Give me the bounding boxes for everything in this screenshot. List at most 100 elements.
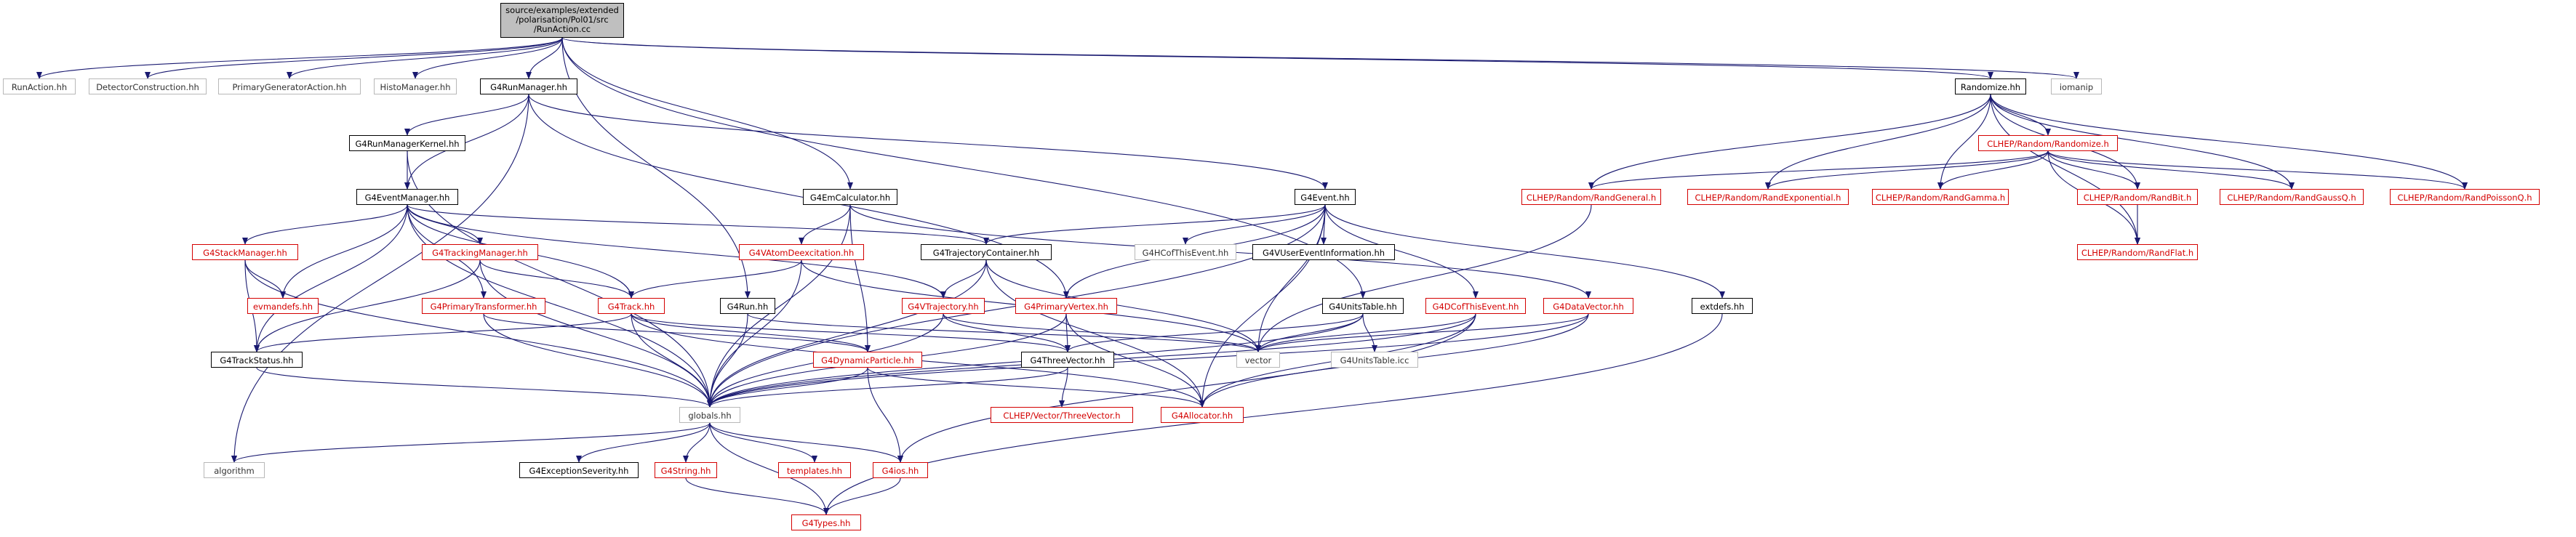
node-g4trackstatus-hh[interactable]: G4TrackStatus.hh: [211, 352, 303, 368]
node-extdefs-hh[interactable]: extdefs.hh: [1692, 298, 1753, 314]
node-clhep-randexponential-h[interactable]: CLHEP/Random/RandExponential.h: [1687, 189, 1849, 205]
node-primarygeneratoraction-hh[interactable]: PrimaryGeneratorAction.hh: [218, 78, 361, 94]
node-g4exceptionseverity-hh[interactable]: G4ExceptionSeverity.hh: [519, 462, 639, 478]
edge-root-to-detectorconstruction-hh: [145, 37, 563, 79]
edge-globals-hh-to-algorithm: [231, 422, 711, 463]
node-runaction-hh[interactable]: RunAction.hh: [3, 78, 76, 94]
edge-g4trackingmanager-hh-to-g4trackstatus-hh: [254, 259, 481, 352]
node-clhep-threevector-h[interactable]: CLHEP/Vector/ThreeVector.h: [991, 407, 1133, 423]
edge-globals-hh-to-g4string-hh: [683, 422, 711, 463]
edge-g4eventmanager-hh-to-g4trackstatus-hh: [254, 204, 408, 352]
node-detectorconstruction-hh[interactable]: DetectorConstruction.hh: [89, 78, 207, 94]
edge-randomize-hh-to-clhep-randgaussq-h: [1990, 94, 2295, 190]
node-clhep-randgamma-h[interactable]: CLHEP/Random/RandGamma.h: [1872, 189, 2009, 205]
node-g4runmanagerkernel-hh[interactable]: G4RunManagerKernel.hh: [349, 135, 465, 151]
node-g4track-hh[interactable]: G4Track.hh: [598, 298, 665, 314]
node-g4primarytransformer-hh[interactable]: G4PrimaryTransformer.hh: [422, 298, 545, 314]
edge-g4runmanager-hh-to-algorithm: [231, 94, 529, 463]
edge-clhep-randomize-h-to-clhep-randbit-h: [2047, 150, 2140, 190]
edge-clhep-randomize-h-to-clhep-randpoissonq-h: [2047, 150, 2468, 190]
node-globals-hh[interactable]: globals.hh: [679, 407, 740, 423]
node-g4vusereventinformation-hh[interactable]: G4VUserEventInformation.hh: [1252, 244, 1395, 260]
edge-g4trackingmanager-hh-to-globals-hh: [479, 259, 713, 408]
dependency-edges: [36, 37, 2468, 515]
edge-root-to-runaction-hh: [36, 37, 563, 79]
node-g4dynamicparticle-hh[interactable]: G4DynamicParticle.hh: [813, 352, 922, 368]
edge-g4datavector-hh-to-vector: [1255, 313, 1589, 352]
edge-g4eventmanager-hh-to-globals-hh: [407, 204, 713, 408]
node-evmandefs-hh[interactable]: evmandefs.hh: [247, 298, 319, 314]
node-g4ios-hh[interactable]: G4ios.hh: [873, 462, 928, 478]
node-g4trajectorycontainer-hh[interactable]: G4TrajectoryContainer.hh: [921, 244, 1052, 260]
edge-clhep-randomize-h-to-clhep-randgeneral-h: [1588, 150, 2049, 190]
node-iomanip[interactable]: iomanip: [2051, 78, 2102, 94]
edge-g4emcalculator-hh-to-globals-hh: [707, 204, 851, 408]
node-histomanager-hh[interactable]: HistoManager.hh: [374, 78, 457, 94]
node-algorithm[interactable]: algorithm: [204, 462, 265, 478]
node-vector[interactable]: vector: [1236, 352, 1280, 368]
node-g4allocator-hh[interactable]: G4Allocator.hh: [1161, 407, 1244, 423]
edge-g4track-hh-to-g4threevector-hh: [631, 313, 1071, 352]
node-g4unitstable-icc[interactable]: G4UnitsTable.icc: [1331, 352, 1418, 368]
edge-randomize-hh-to-clhep-randflat-h: [1990, 94, 2140, 245]
node-clhep-randomize-h[interactable]: CLHEP/Random/Randomize.h: [1978, 135, 2118, 151]
edge-g4eventmanager-hh-to-evmandefs-hh: [280, 204, 408, 299]
node-g4run-hh[interactable]: G4Run.hh: [720, 298, 775, 314]
node-g4unitstable-hh[interactable]: G4UnitsTable.hh: [1322, 298, 1404, 314]
edge-g4runmanager-hh-to-g4eventmanager-hh: [404, 94, 529, 190]
node-g4vatomdeexcitation-hh[interactable]: G4VAtomDeexcitation.hh: [739, 244, 864, 260]
node-g4string-hh[interactable]: G4String.hh: [655, 462, 717, 478]
node-g4types-hh[interactable]: G4Types.hh: [791, 514, 861, 530]
node-clhep-randpoissonq-h[interactable]: CLHEP/Random/RandPoissonQ.h: [2390, 189, 2540, 205]
node-randomize-hh[interactable]: Randomize.hh: [1955, 78, 2026, 94]
node-g4datavector-hh[interactable]: G4DataVector.hh: [1543, 298, 1633, 314]
root-file-node[interactable]: source/examples/extended /polarisation/P…: [500, 3, 624, 38]
node-g4stackmanager-hh[interactable]: G4StackManager.hh: [192, 244, 298, 260]
edge-g4runmanager-hh-to-g4runmanagerkernel-hh: [404, 94, 529, 136]
edge-g4eventmanager-hh-to-g4trackingmanager-hh: [407, 204, 483, 245]
edge-g4event-hh-to-g4trajectorycontainer-hh: [983, 204, 1326, 245]
edge-g4dynamicparticle-hh-to-globals-hh: [707, 367, 868, 408]
node-clhep-randgaussq-h[interactable]: CLHEP/Random/RandGaussQ.h: [2220, 189, 2364, 205]
node-g4threevector-hh[interactable]: G4ThreeVector.hh: [1021, 352, 1114, 368]
node-clhep-randgeneral-h[interactable]: CLHEP/Random/RandGeneral.h: [1521, 189, 1661, 205]
node-templates-hh[interactable]: templates.hh: [778, 462, 851, 478]
edge-g4datavector-hh-to-globals-hh: [707, 313, 1589, 408]
edge-g4emcalculator-hh-to-g4vatomdeexcitation-hh: [799, 204, 851, 245]
edge-randomize-hh-to-clhep-randomize-h: [1990, 94, 2051, 136]
edge-g4vtrajectory-hh-to-vector: [943, 313, 1261, 352]
edge-g4event-hh-to-g4hcofthisevent-hh: [1183, 204, 1326, 245]
edge-g4string-hh-to-g4types-hh: [685, 477, 829, 515]
node-g4emcalculator-hh[interactable]: G4EmCalculator.hh: [803, 189, 897, 205]
edge-g4trajectorycontainer-hh-to-g4allocator-hh: [985, 259, 1205, 408]
edge-root-to-histomanager-hh: [412, 37, 563, 79]
edge-root-to-primarygeneratoraction-hh: [287, 37, 563, 79]
edge-randomize-hh-to-clhep-randgeneral-h: [1588, 94, 1991, 190]
edge-g4eventmanager-hh-to-g4trajectorycontainer-hh: [407, 204, 989, 245]
node-g4eventmanager-hh[interactable]: G4EventManager.hh: [356, 189, 458, 205]
edge-g4event-hh-to-g4dcofthisevent-hh: [1324, 204, 1479, 299]
node-g4trackingmanager-hh[interactable]: G4TrackingManager.hh: [422, 244, 538, 260]
edge-g4trajectorycontainer-hh-to-vector: [985, 259, 1261, 352]
node-g4hcofthisevent-hh[interactable]: G4HCofThisEvent.hh: [1135, 244, 1236, 260]
root-path-line-1: source/examples/extended: [505, 5, 619, 15]
edge-g4trajectorycontainer-hh-to-g4vtrajectory-hh: [940, 259, 987, 299]
edge-g4stackmanager-hh-to-globals-hh: [244, 259, 713, 408]
node-clhep-randflat-h[interactable]: CLHEP/Random/RandFlat.h: [2077, 244, 2198, 260]
edge-g4eventmanager-hh-to-g4vtrajectory-hh: [407, 204, 946, 299]
edge-g4event-hh-to-vector: [1255, 204, 1326, 352]
edge-randomize-hh-to-clhep-randpoissonq-h: [1990, 94, 2468, 190]
edge-globals-hh-to-templates-hh: [709, 422, 817, 463]
edge-root-to-randomize-hh: [561, 37, 1993, 79]
edge-g4primarytransformer-hh-to-g4dynamicparticle-hh: [483, 313, 871, 352]
node-g4dcofthisevent-hh[interactable]: G4DCofThisEvent.hh: [1425, 298, 1526, 314]
node-g4event-hh[interactable]: G4Event.hh: [1295, 189, 1356, 205]
node-g4vtrajectory-hh[interactable]: G4VTrajectory.hh: [902, 298, 985, 314]
edge-globals-hh-to-g4exceptionseverity-hh: [576, 422, 711, 463]
root-path-line-2: /polarisation/Pol01/src: [516, 15, 609, 25]
edge-g4trackstatus-hh-to-globals-hh: [256, 367, 713, 408]
edge-g4emcalculator-hh-to-g4dynamicparticle-hh: [849, 204, 871, 352]
node-clhep-randbit-h[interactable]: CLHEP/Random/RandBit.h: [2077, 189, 2198, 205]
node-g4runmanager-hh[interactable]: G4RunManager.hh: [480, 78, 577, 94]
node-g4primaryvertex-hh[interactable]: G4PrimaryVertex.hh: [1015, 298, 1117, 314]
